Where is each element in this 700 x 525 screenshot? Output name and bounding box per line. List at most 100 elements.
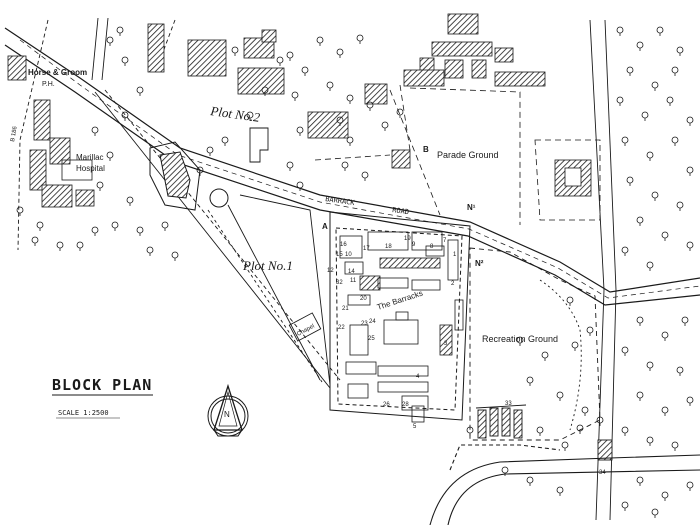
tree-icon bbox=[686, 166, 694, 177]
tree-icon bbox=[161, 221, 169, 232]
building-number: 25 bbox=[368, 336, 375, 342]
tree-icon bbox=[636, 476, 644, 487]
building-number: 4 bbox=[416, 374, 420, 380]
plot-1-label: Plot No.1 bbox=[242, 258, 293, 273]
tree-icon bbox=[121, 56, 129, 67]
tree-icon bbox=[626, 66, 634, 77]
trees bbox=[16, 26, 694, 519]
tree-icon bbox=[526, 376, 534, 387]
tree-icon bbox=[621, 346, 629, 357]
barracks-label: The Barracks bbox=[376, 289, 424, 312]
road-label-2: ROAD bbox=[392, 206, 410, 216]
tree-icon bbox=[326, 81, 334, 92]
tree-icon bbox=[621, 246, 629, 257]
hospital-buildings bbox=[29, 99, 95, 208]
building-number: 20 bbox=[360, 296, 367, 302]
parade-ground-label: Parade Ground bbox=[437, 150, 499, 160]
building-number: 5 bbox=[413, 424, 417, 430]
plot-1-boundary bbox=[207, 194, 331, 386]
tree-icon bbox=[636, 41, 644, 52]
building-number: 17 bbox=[363, 246, 370, 252]
pub-label: Horse & Groom bbox=[28, 68, 87, 77]
hospital-label-2: Hospital bbox=[76, 164, 105, 173]
building-number: 11 bbox=[350, 278, 357, 284]
tree-icon bbox=[356, 34, 364, 45]
tree-icon bbox=[581, 406, 589, 417]
tree-icon bbox=[91, 226, 99, 237]
barracks-buildings bbox=[339, 231, 464, 423]
tree-icon bbox=[676, 366, 684, 377]
parade-ground-boundary bbox=[314, 84, 601, 225]
tree-icon bbox=[346, 136, 354, 147]
tree-icon bbox=[636, 316, 644, 327]
north-arrow: N bbox=[207, 383, 249, 437]
tree-icon bbox=[616, 26, 624, 37]
tree-icon bbox=[96, 181, 104, 192]
tree-icon bbox=[661, 331, 669, 342]
tree-icon bbox=[586, 326, 594, 337]
building-number: 2 bbox=[451, 281, 455, 287]
tree-icon bbox=[656, 26, 664, 37]
barrack-road bbox=[4, 27, 700, 306]
building-number: 34 bbox=[599, 470, 606, 476]
chapel bbox=[288, 312, 322, 342]
building-number: 8 bbox=[430, 244, 434, 250]
north-buildings bbox=[7, 13, 592, 197]
building-number: 22 bbox=[338, 325, 345, 331]
tree-icon bbox=[136, 226, 144, 237]
point-a-label: A bbox=[322, 222, 328, 231]
tree-icon bbox=[36, 221, 44, 232]
tree-icon bbox=[286, 51, 294, 62]
tree-icon bbox=[16, 206, 24, 217]
point-n2-label: N² bbox=[475, 259, 484, 268]
tree-icon bbox=[556, 391, 564, 402]
tree-icon bbox=[646, 361, 654, 372]
building-number: 33 bbox=[505, 401, 512, 407]
tree-icon bbox=[646, 261, 654, 272]
tree-icon bbox=[301, 66, 309, 77]
tree-icon bbox=[56, 241, 64, 252]
tree-icon bbox=[121, 111, 129, 122]
tree-icon bbox=[621, 501, 629, 512]
building-number: 15 bbox=[336, 252, 343, 258]
plot-2-building bbox=[249, 127, 269, 163]
tree-icon bbox=[136, 86, 144, 97]
building-number: 1 bbox=[453, 252, 457, 258]
diagonal-track bbox=[94, 89, 341, 389]
building-number: 14 bbox=[348, 269, 355, 275]
hospital-label-1: Marillac bbox=[76, 153, 104, 162]
tree-icon bbox=[116, 26, 124, 37]
tree-icon bbox=[686, 116, 694, 127]
tree-icon bbox=[651, 508, 659, 519]
tree-icon bbox=[681, 316, 689, 327]
tree-icon bbox=[686, 241, 694, 252]
enclosure bbox=[149, 141, 229, 211]
tree-icon bbox=[646, 151, 654, 162]
building-number: 24 bbox=[369, 319, 376, 325]
tree-icon bbox=[296, 126, 304, 137]
pub-ph-label: P.H. bbox=[42, 81, 55, 88]
tree-icon bbox=[626, 176, 634, 187]
tree-icon bbox=[341, 161, 349, 172]
tree-icon bbox=[616, 96, 624, 107]
building-number: 16 bbox=[340, 242, 347, 248]
chapel-label: Chapel bbox=[296, 324, 316, 338]
tree-icon bbox=[671, 441, 679, 452]
tree-icon bbox=[296, 181, 304, 192]
block-plan-title: BLOCK PLAN bbox=[52, 376, 152, 394]
barracks-compound bbox=[329, 211, 471, 421]
building-number: 3 bbox=[444, 341, 448, 347]
tree-icon bbox=[566, 296, 574, 307]
tree-icon bbox=[76, 241, 84, 252]
building-number: 9 bbox=[412, 242, 416, 248]
tree-icon bbox=[686, 481, 694, 492]
tree-icon bbox=[111, 221, 119, 232]
tree-icon bbox=[31, 236, 39, 247]
tree-icon bbox=[621, 136, 629, 147]
building-number: 19 bbox=[404, 236, 411, 242]
road-label-1: BARRACK bbox=[325, 195, 356, 207]
tree-icon bbox=[336, 48, 344, 59]
tree-icon bbox=[361, 171, 369, 182]
tree-icon bbox=[146, 246, 154, 257]
building-number: 10 bbox=[345, 252, 352, 258]
